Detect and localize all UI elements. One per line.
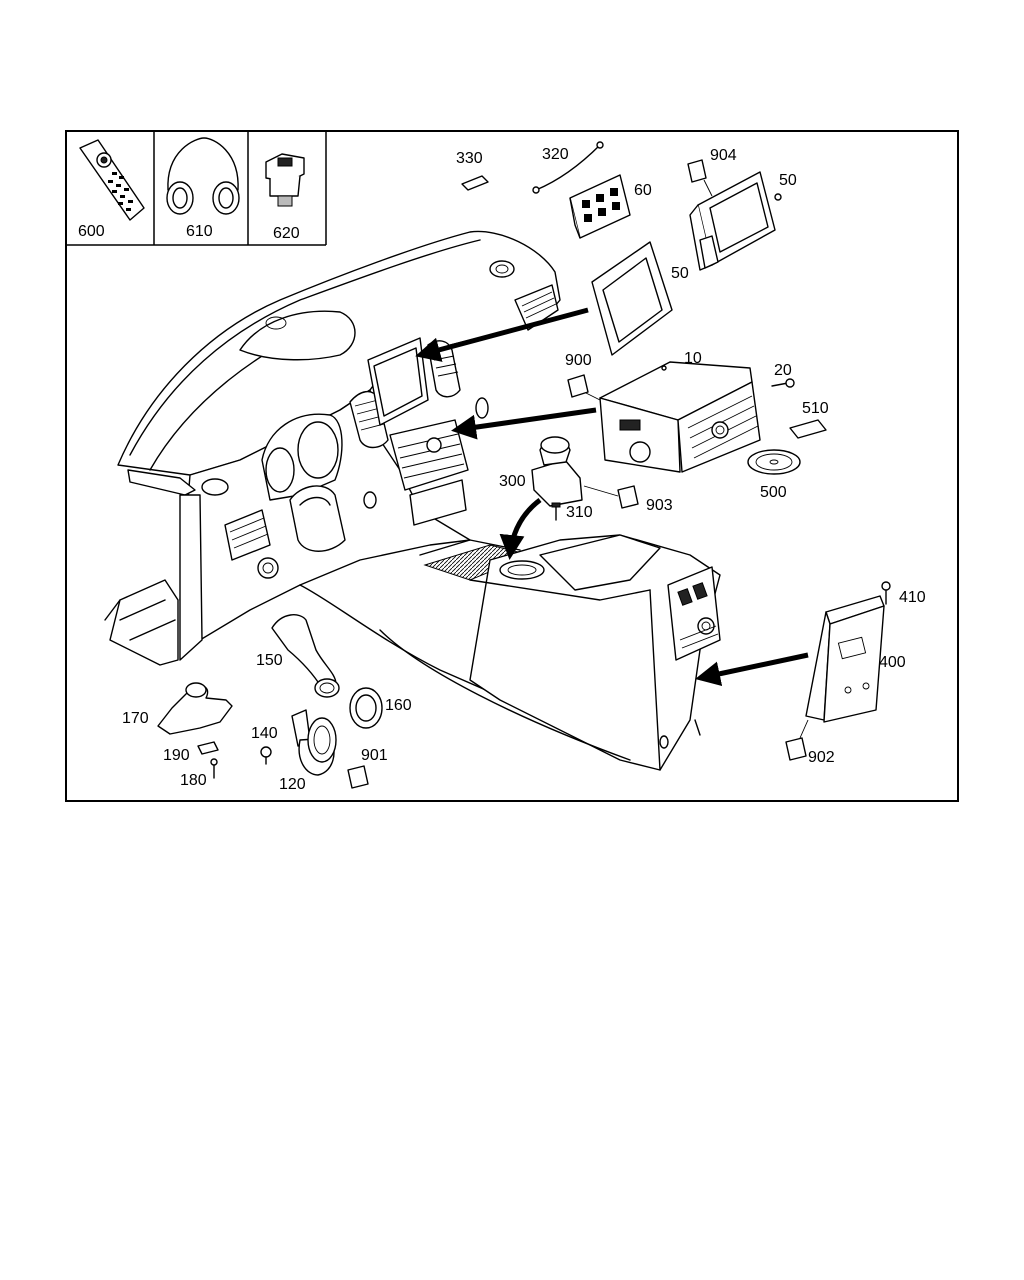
part-330 — [461, 175, 489, 191]
label-160: 160 — [385, 697, 412, 714]
label-330: 330 — [456, 150, 483, 167]
label-60: 60 — [634, 182, 652, 199]
label-170: 170 — [122, 710, 149, 727]
part-902 — [785, 719, 809, 761]
label-901: 901 — [361, 747, 388, 764]
connector-icon — [265, 153, 305, 207]
part-900 — [567, 374, 605, 403]
part-904 — [687, 159, 713, 197]
accessory-panel: 600 610 620 — [66, 131, 327, 246]
part-140 — [260, 746, 272, 765]
label-902: 902 — [808, 749, 835, 766]
label-510: 510 — [802, 400, 829, 417]
part-150 — [271, 614, 340, 698]
label-190: 190 — [163, 747, 190, 764]
label-120: 120 — [279, 776, 306, 793]
part-180 — [210, 758, 218, 779]
part-320 — [532, 141, 604, 194]
callout-labels: 330 320 60 904 50 50 900 10 20 510 500 3… — [122, 146, 926, 793]
remote-control-icon — [79, 139, 145, 221]
label-20: 20 — [774, 362, 792, 379]
part-60 — [569, 174, 631, 239]
label-410: 410 — [899, 589, 926, 606]
label-610: 610 — [186, 223, 213, 240]
label-180: 180 — [180, 772, 207, 789]
part-903 — [583, 485, 639, 509]
label-50-mid: 50 — [671, 265, 689, 282]
diagram-frame — [65, 130, 959, 802]
part-510 — [789, 419, 827, 439]
label-10: 10 — [684, 350, 702, 367]
leader-arrows — [415, 307, 809, 687]
part-500 — [747, 449, 801, 475]
label-600: 600 — [78, 223, 105, 240]
part-410 — [881, 581, 891, 605]
part-120 — [291, 709, 337, 776]
label-400: 400 — [879, 654, 906, 671]
part-190 — [197, 741, 219, 755]
part-160 — [349, 687, 383, 729]
dashboard-illustration — [104, 230, 721, 771]
label-903: 903 — [646, 497, 673, 514]
label-500: 500 — [760, 484, 787, 501]
label-900: 900 — [565, 352, 592, 369]
part-10 — [599, 361, 761, 473]
label-300: 300 — [499, 473, 526, 490]
part-400 — [805, 595, 885, 723]
part-50-mid — [591, 241, 673, 356]
headphones-icon — [166, 137, 240, 215]
label-140: 140 — [251, 725, 278, 742]
part-300 — [531, 436, 583, 507]
label-150: 150 — [256, 652, 283, 669]
label-620: 620 — [273, 225, 300, 242]
part-310 — [551, 502, 561, 521]
label-320: 320 — [542, 146, 569, 163]
label-310: 310 — [566, 504, 593, 521]
label-904: 904 — [710, 147, 737, 164]
part-170 — [157, 682, 233, 735]
part-901 — [347, 765, 369, 789]
part-20 — [771, 378, 795, 388]
part-50-top — [689, 171, 782, 271]
label-50-top: 50 — [779, 172, 797, 189]
